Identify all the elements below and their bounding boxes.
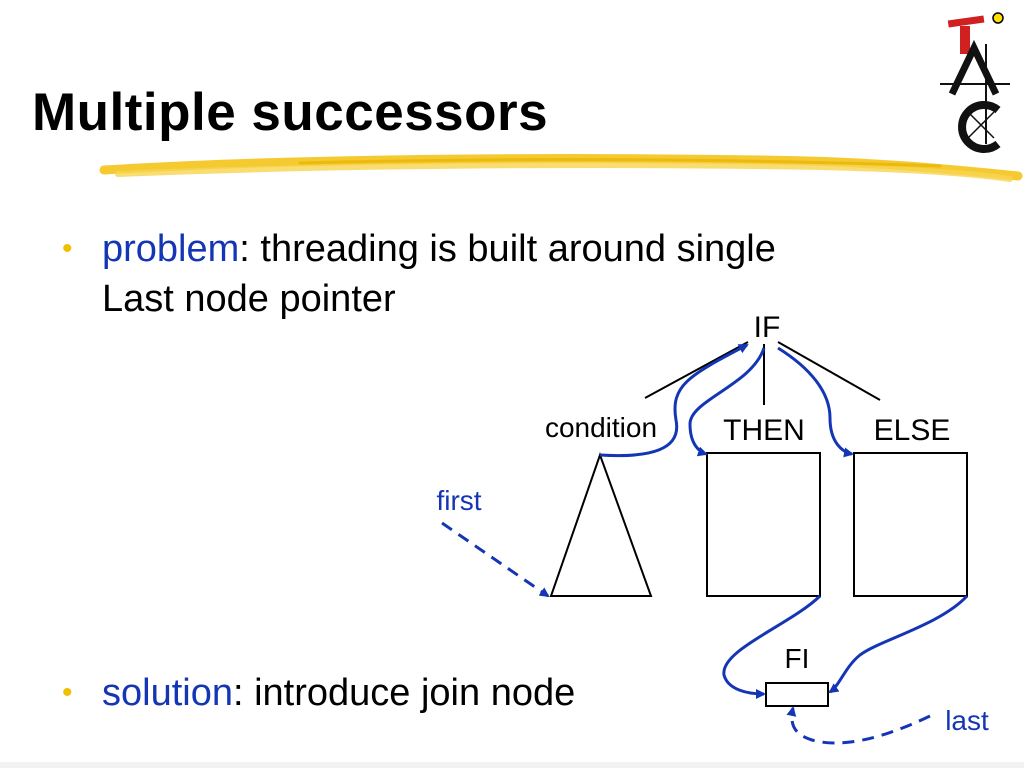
arrow-else-to-fi — [828, 594, 969, 694]
arrow-if-to-then — [688, 347, 766, 457]
arrow-if-to-else — [777, 346, 854, 458]
last-label: last — [945, 705, 989, 736]
then-label: THEN — [723, 414, 805, 447]
arrow-first-pointer — [441, 521, 550, 598]
footer-rule — [0, 762, 1024, 768]
fi-join-node — [765, 682, 829, 707]
bullet-keyword: problem — [102, 228, 240, 270]
fi-label: FI — [785, 643, 810, 674]
arrow-condition-to-if — [599, 343, 749, 458]
bullet-dot: • — [62, 676, 73, 709]
bullet-text: : threading is built around single — [239, 228, 776, 270]
thread-arrows — [441, 343, 969, 745]
bullet-text: : introduce join node — [232, 672, 576, 714]
bullet-dot: • — [62, 232, 73, 265]
bullet-keyword: solution — [102, 672, 233, 714]
then-box — [706, 452, 821, 597]
slide-title: Multiple successors — [32, 83, 549, 142]
first-label: first — [436, 485, 481, 516]
if-label: IF — [754, 311, 781, 344]
condition-label: condition — [545, 412, 657, 443]
condition-triangle — [549, 452, 653, 597]
arrow-last-pointer — [786, 706, 931, 745]
institute-logo — [940, 10, 1010, 153]
bullet-text-line2: Last node pointer — [102, 278, 396, 320]
arrow-then-to-fi — [722, 594, 822, 699]
else-box — [853, 452, 968, 597]
else-label: ELSE — [874, 414, 951, 447]
tree-edges — [644, 341, 881, 405]
